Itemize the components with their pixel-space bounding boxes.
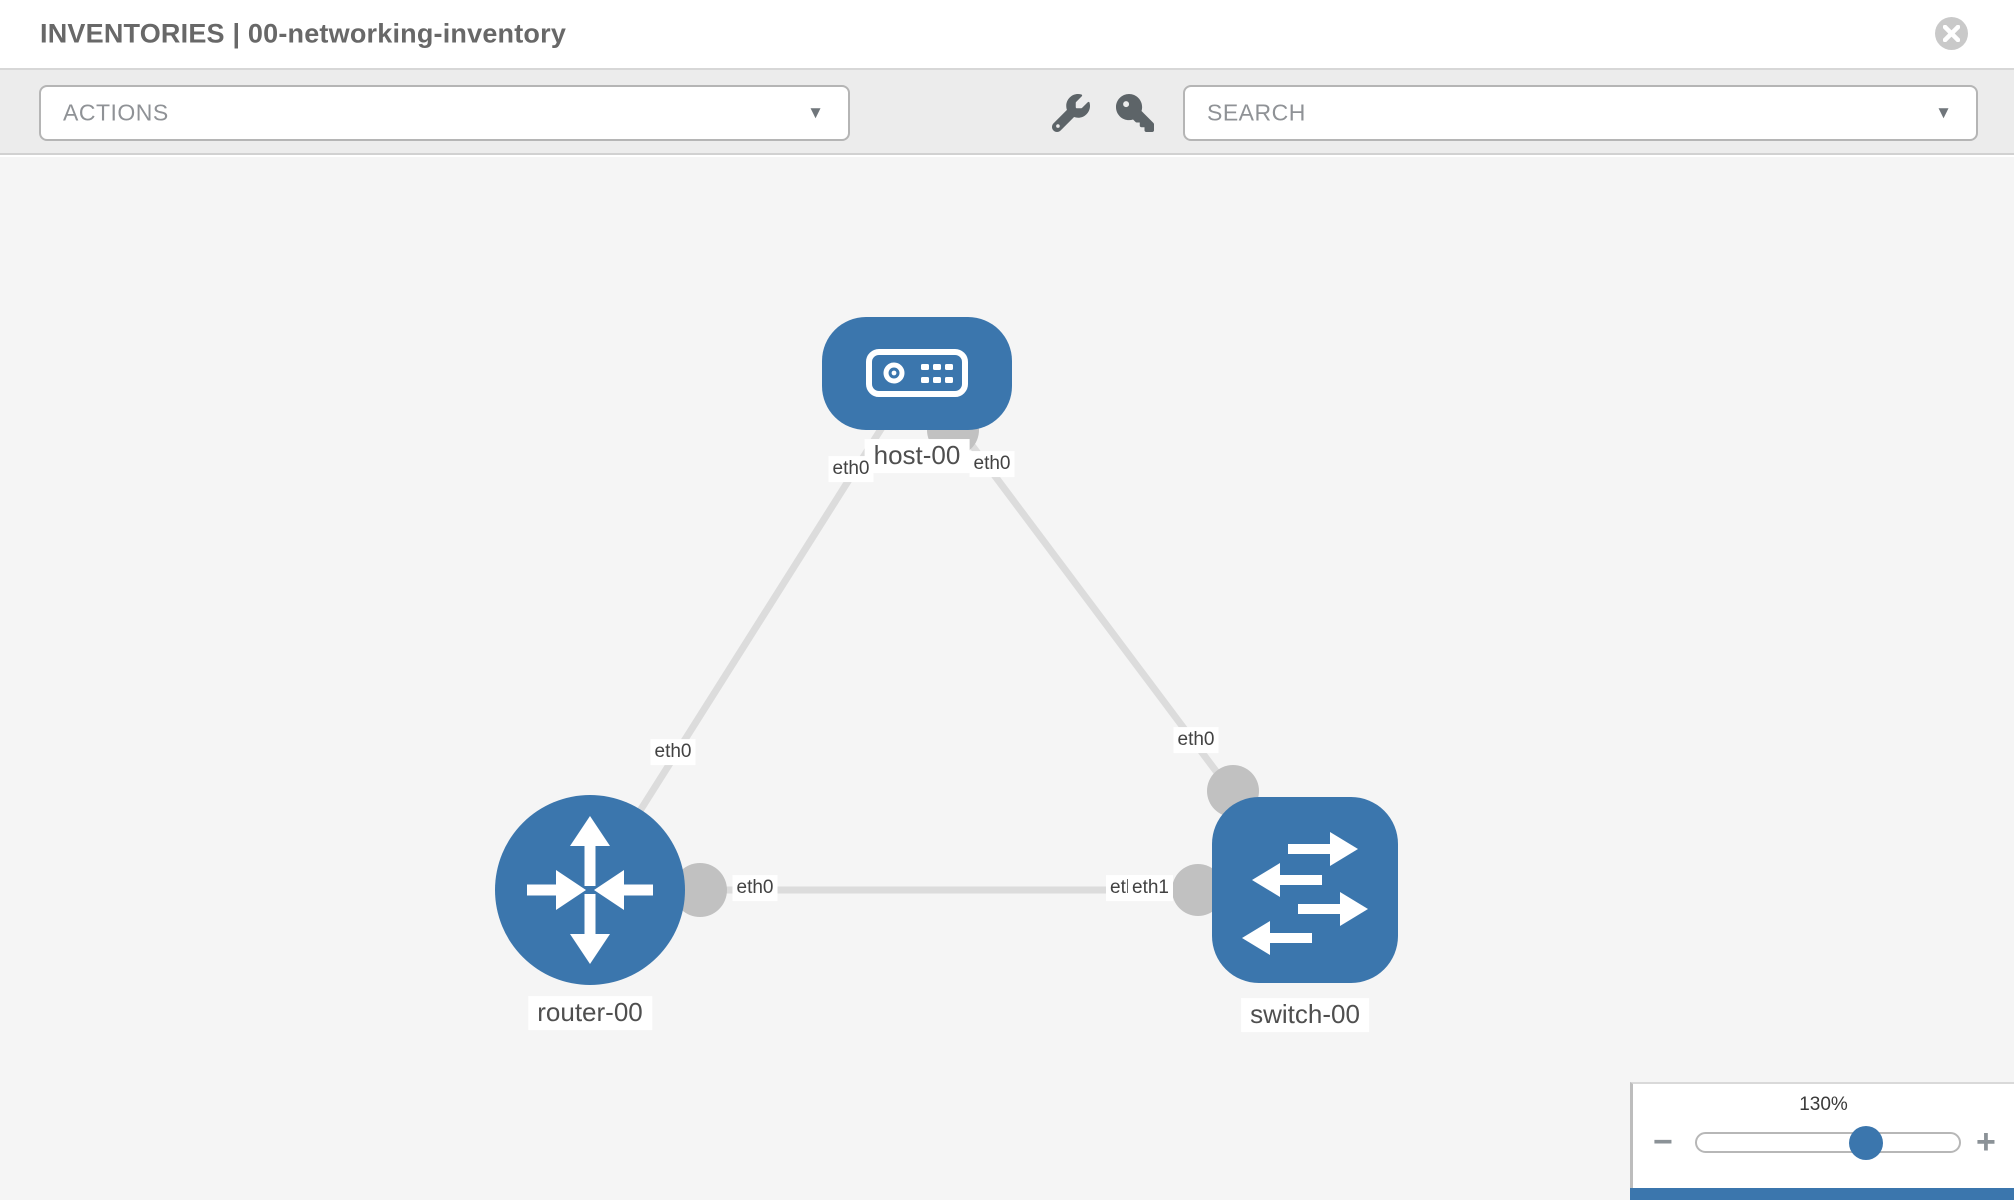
node-label-host: host-00 [864, 439, 970, 473]
wrench-icon[interactable] [1052, 94, 1090, 132]
page-title: INVENTORIES | 00-networking-inventory [40, 18, 567, 49]
interface-label-router-right: eth0 [732, 875, 778, 901]
header-bar: INVENTORIES | 00-networking-inventory [0, 0, 2014, 70]
zoom-slider-track[interactable] [1695, 1132, 1961, 1153]
interface-label-switch-top: eth0 [1173, 727, 1219, 753]
interface-label-host-left: eth0 [828, 456, 874, 482]
interface-label-host-right: eth0 [969, 451, 1015, 477]
close-icon [1943, 25, 1960, 42]
zoom-in-button[interactable]: + [1976, 1123, 1996, 1161]
toolbar: ACTIONS ▼ SEARCH ▼ [0, 70, 2014, 155]
node-switch[interactable] [1212, 797, 1398, 983]
interface-dot-switch-eth1 [1172, 864, 1224, 916]
zoom-level-value: 130% [1799, 1094, 1848, 1115]
actions-dropdown-label: ACTIONS [63, 99, 169, 126]
topology-canvas[interactable] [0, 157, 2014, 1200]
node-label-switch: switch-00 [1241, 998, 1369, 1032]
node-label-router: router-00 [528, 996, 652, 1030]
router-icon [527, 816, 653, 964]
actions-dropdown[interactable]: ACTIONS ▼ [39, 85, 850, 141]
switch-icon [1242, 832, 1368, 955]
search-dropdown[interactable]: SEARCH ▼ [1183, 85, 1978, 141]
node-host[interactable] [822, 317, 1012, 430]
interface-label-router-host: eth0 [650, 739, 696, 765]
node-router[interactable] [495, 795, 685, 985]
chevron-down-icon: ▼ [1935, 103, 1952, 122]
zoom-slider-knob[interactable] [1849, 1126, 1883, 1160]
interface-dot-router-eth0 [673, 863, 727, 917]
interface-label-switch-left-front: eth1 [1128, 875, 1173, 901]
server-icon [866, 349, 968, 397]
zoom-out-button[interactable]: − [1653, 1123, 1673, 1161]
zoom-panel: 130% − + [1630, 1082, 2014, 1200]
close-button[interactable] [1935, 17, 1968, 50]
chevron-down-icon: ▼ [807, 103, 824, 122]
key-icon[interactable] [1116, 94, 1154, 132]
search-dropdown-label: SEARCH [1207, 99, 1306, 126]
legend-panel-header[interactable] [1630, 1188, 2014, 1200]
